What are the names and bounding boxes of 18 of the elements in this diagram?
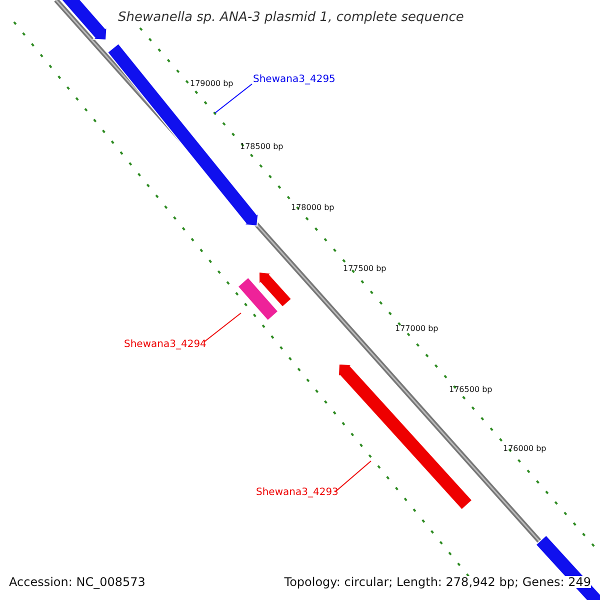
scale-label: 177000 bp: [395, 325, 438, 333]
map-title: Shewanella sp. ANA-3 plasmid 1, complete sequence: [118, 11, 464, 24]
scale-label: 179000 bp: [190, 80, 234, 88]
summary-text: Topology: circular; Length: 278,942 bp; Genes: 249: [284, 576, 591, 588]
scale-label: 178000 bp: [291, 204, 334, 212]
leader-line: [334, 460, 372, 492]
accession-text: Accession: NC_008573: [9, 576, 146, 588]
leader-line: [214, 84, 252, 114]
gene-label: Shewana3_4295: [253, 75, 336, 85]
gene-label: Shewana3_4294: [124, 340, 206, 350]
scale-label: 176500 bp: [449, 386, 492, 394]
scale-label: 177500 bp: [343, 265, 386, 273]
scale-label: 176000 bp: [503, 445, 546, 453]
gene-block: [237, 276, 279, 322]
leader-line: [204, 312, 242, 342]
gene-label: Shewana3_4293: [256, 488, 338, 498]
scale-label: 178500 bp: [240, 143, 284, 151]
gene-arrow: [258, 271, 292, 308]
